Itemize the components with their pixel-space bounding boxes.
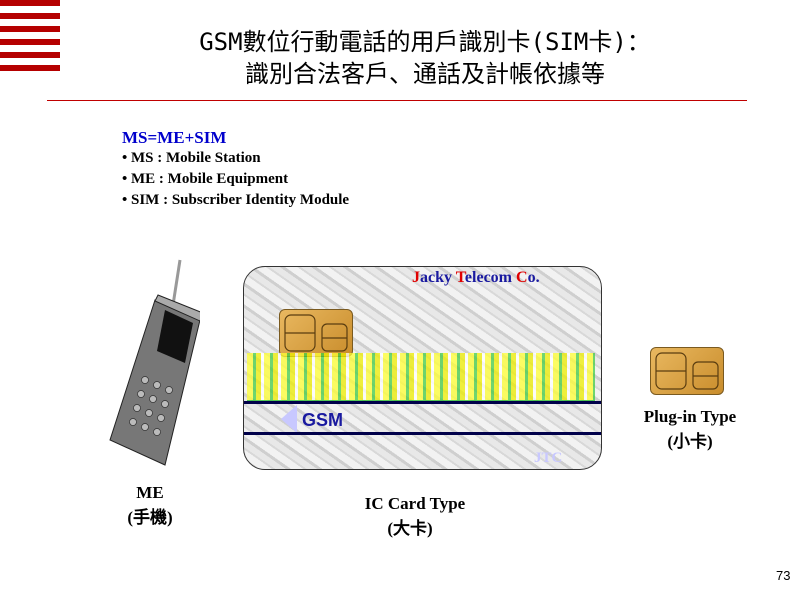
formula: MS=ME+SIM [122,128,227,147]
plugin-sim-chip-icon [650,347,724,395]
decor-stripe [0,13,60,19]
company-name: Jacky Telecom Co. [412,269,540,286]
sim-chip-icon [279,309,353,357]
arrow-left-icon [281,405,297,433]
bullet-item: • MS : Mobile Station [122,150,261,166]
decor-stripe [0,52,60,58]
decor-stripe [0,65,60,71]
decor-stripe [0,26,60,32]
ic-card: Jacky Telecom Co. GSM JTC [243,266,602,470]
card-watermark: JTC [534,450,563,466]
card-stripe-line [244,432,601,435]
title-line-1: GSM數位行動電話的用戶識別卡(SIM卡)： [199,28,651,56]
decor-stripe [0,0,60,6]
ic-card-label: IC Card Type(大卡) [364,494,466,538]
gsm-label: GSM [302,410,344,430]
card-stripe-line [244,401,601,404]
mobile-phone-icon [109,259,200,466]
title-line-2: 識別合法客戶、通話及計帳依據等 [245,60,605,88]
flower-decoration [247,353,595,402]
me-label: ME(手機) [127,483,173,527]
title-divider [47,100,747,101]
definition-list: MS=ME+SIM • MS : Mobile Station • ME : M… [122,127,349,211]
decor-stripe [0,39,60,45]
page-number: 73 [776,568,791,583]
bullet-item: • ME : Mobile Equipment [122,171,289,187]
bullet-item: • SIM : Subscriber Identity Module [122,192,350,208]
plugin-label: Plug-in Type(小卡) [643,407,737,451]
